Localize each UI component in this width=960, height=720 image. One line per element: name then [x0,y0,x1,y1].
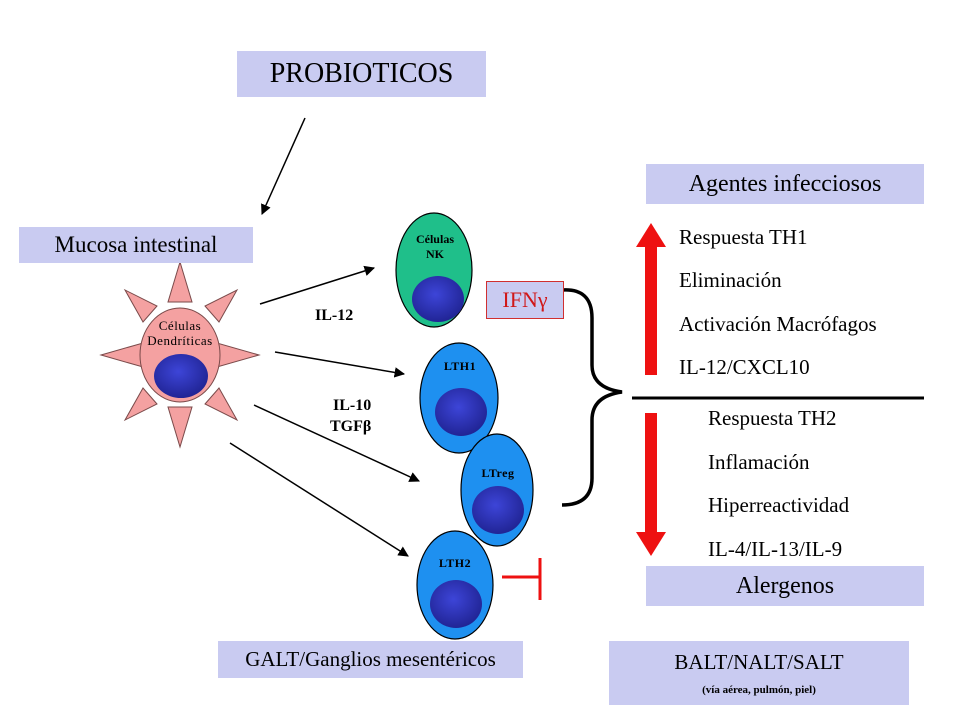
il12-label: IL-12 [315,307,354,324]
infectious-agents-box: Agentes infecciosos [646,164,924,204]
dendritic-cell-spikes [99,260,261,449]
th2-item-0: Respuesta TH2 [708,406,837,430]
tgf-beta-label: TGFβ [330,418,372,435]
arrow-to-lth1 [274,351,406,378]
probiotics-box: PROBIOTICOS [237,51,486,97]
th2-item-2: Hiperreactividad [708,493,850,517]
probiotics-arrow [261,117,306,215]
dendritic-label-line1: Células [158,318,202,333]
balt-box: BALT/NALT/SALT (vía aérea, pulmón, piel) [609,641,909,705]
lth2-cell-nucleus [430,580,482,628]
ifn-gamma-box: IFNγ [486,281,564,319]
lth1-label: LTH1 [443,359,477,373]
ltreg-label: LTreg [481,466,515,480]
th1-item-1: Eliminación [679,268,782,292]
th1-item-3: IL-12/CXCL10 [679,355,810,379]
th1-item-0: Respuesta TH1 [679,225,808,249]
th2-red-arrow [636,413,666,556]
arrow-to-ltreg [253,404,420,482]
dendritic-label-line2: Dendríticas [147,333,213,348]
nk-label-line1: Células [415,232,454,246]
curly-brace [561,288,623,507]
arrow-to-nk [259,265,376,305]
ltreg-cell-nucleus [472,486,524,534]
th2-item-1: Inflamación [708,450,810,474]
il10-label: IL-10 [333,397,372,414]
arrow-to-lth2 [229,442,409,557]
th1-item-2: Activación Macrófagos [679,312,877,336]
inhibition-symbol [502,558,542,600]
nk-label-line2: NK [426,247,444,261]
nk-cell-label: Células NK [400,232,470,262]
balt-subtitle: (vía aérea, pulmón, piel) [702,684,816,696]
dendritic-cell-label: Células Dendríticas [140,318,220,348]
th1-red-arrow [636,223,666,375]
galt-box: GALT/Ganglios mesentéricos [218,641,523,678]
th2-item-3: IL-4/IL-13/IL-9 [708,537,843,561]
allergens-box: Alergenos [646,566,924,606]
mucosa-intestinal-box: Mucosa intestinal [19,227,253,263]
nk-cell-nucleus [412,276,464,322]
lth2-label: LTH2 [438,556,472,570]
balt-title: BALT/NALT/SALT [674,650,844,674]
dendritic-cell-nucleus [154,354,208,398]
lth1-cell-nucleus [435,388,487,436]
